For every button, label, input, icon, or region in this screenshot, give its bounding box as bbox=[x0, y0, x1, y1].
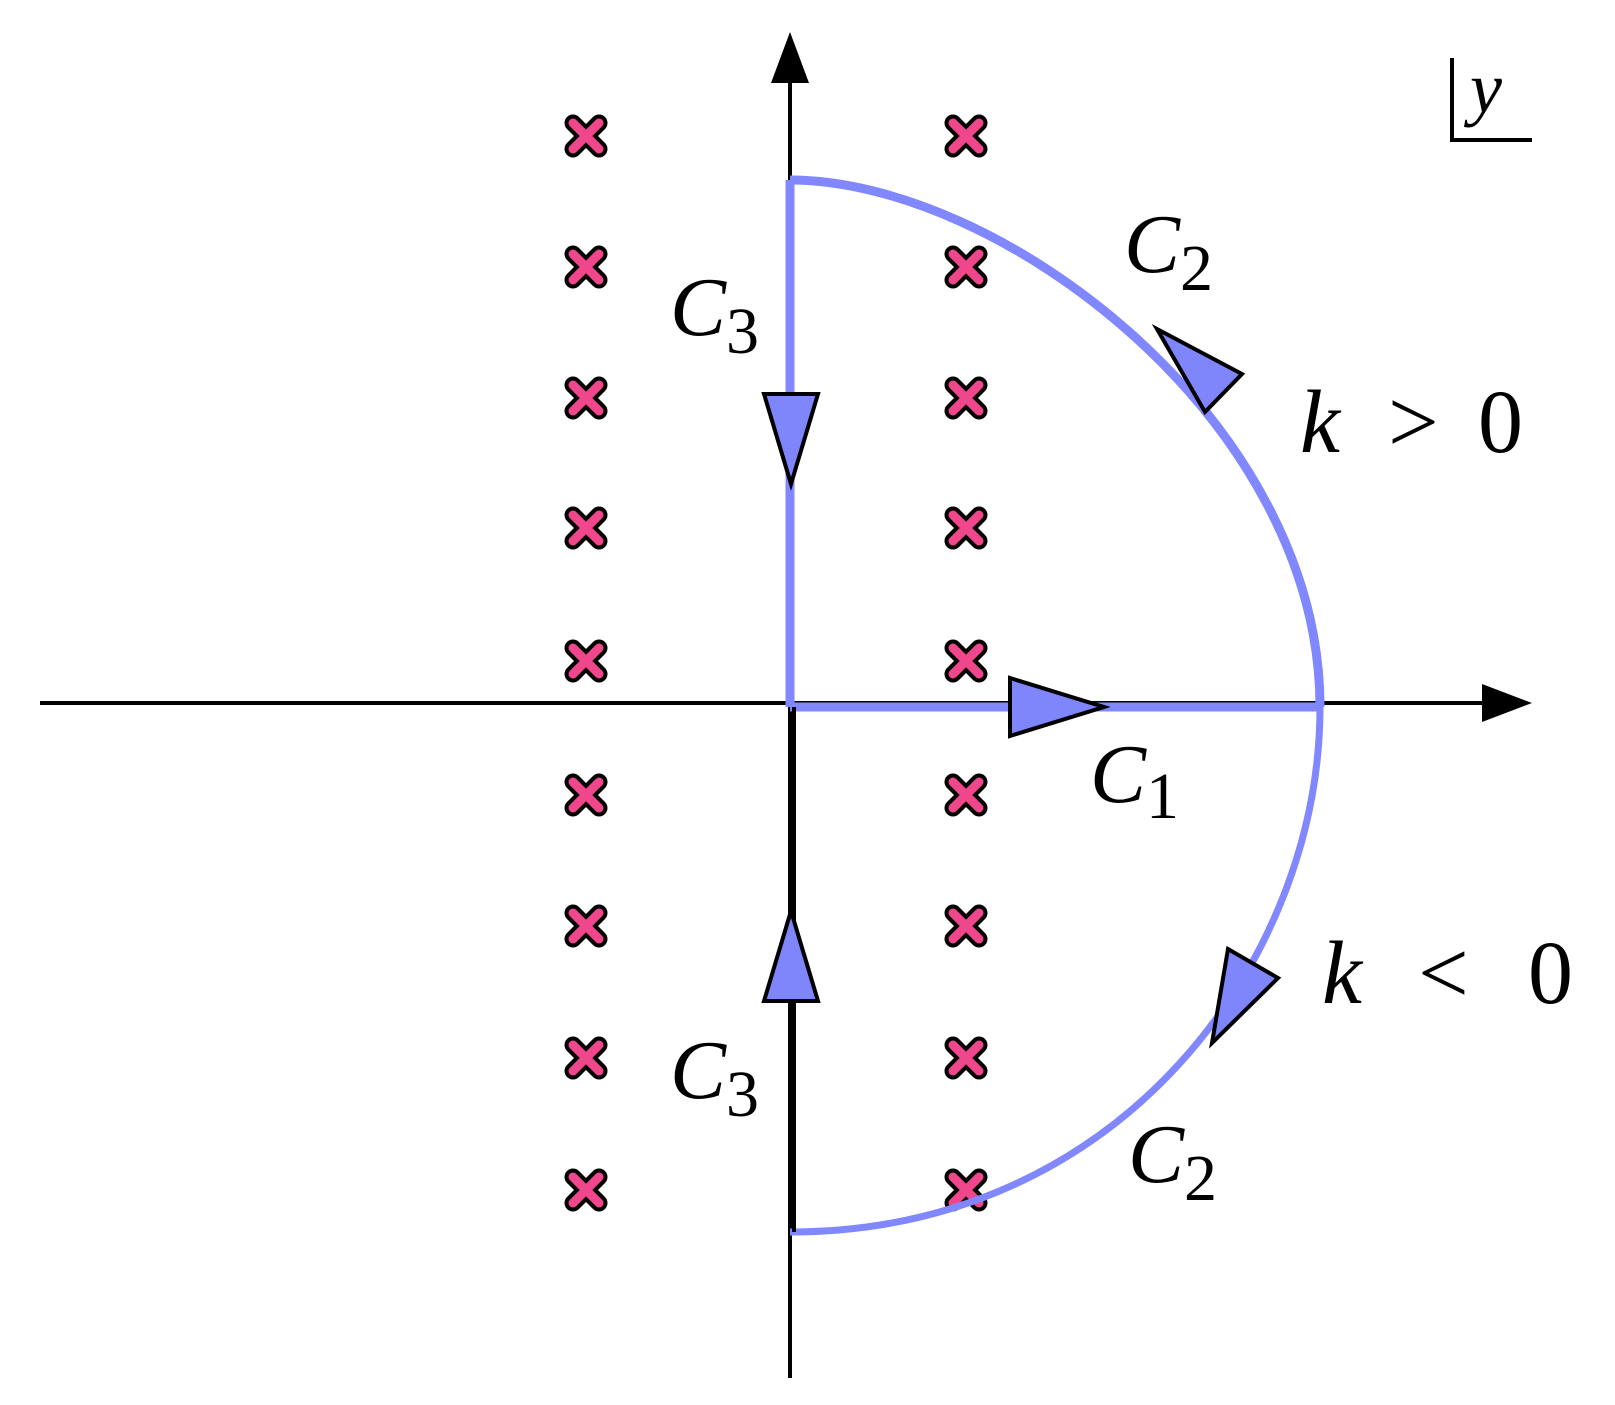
real-axis-arrowhead bbox=[1482, 684, 1532, 722]
label-k-negative: k < 0 bbox=[1322, 924, 1573, 1023]
pole-marker bbox=[564, 904, 608, 948]
label-k-positive: k > 0 bbox=[1300, 373, 1523, 472]
svg-text:k: k bbox=[1322, 924, 1364, 1023]
pole-marker bbox=[944, 114, 988, 158]
svg-text:<: < bbox=[1418, 924, 1469, 1023]
poles bbox=[564, 114, 988, 1212]
c2-lower-direction-arrow bbox=[1208, 945, 1282, 1049]
pole-marker bbox=[944, 904, 988, 948]
pole-marker bbox=[944, 639, 988, 683]
pole-marker bbox=[564, 639, 608, 683]
variable-label-corner bbox=[1450, 58, 1532, 142]
pole-marker bbox=[944, 773, 988, 817]
svg-text:>: > bbox=[1388, 373, 1439, 472]
svg-text:0: 0 bbox=[1528, 924, 1573, 1023]
pole-marker bbox=[944, 506, 988, 550]
pole-marker bbox=[944, 245, 988, 289]
pole-marker bbox=[944, 1036, 988, 1080]
pole-marker bbox=[564, 1036, 608, 1080]
label-c2-upper: C2 bbox=[1124, 198, 1213, 305]
direction-arrows bbox=[761, 323, 1282, 1049]
variable-label: y bbox=[1450, 48, 1532, 142]
pole-marker bbox=[564, 1168, 608, 1212]
pole-marker bbox=[564, 114, 608, 158]
contour-c2-upper-arc bbox=[789, 175, 1325, 708]
variable-y: y bbox=[1463, 48, 1502, 128]
svg-text:k: k bbox=[1300, 373, 1342, 472]
svg-text:0: 0 bbox=[1478, 373, 1523, 472]
label-c3-lower: C3 bbox=[670, 1024, 759, 1131]
c3-lower-direction-arrow bbox=[761, 904, 821, 1003]
c1-direction-arrow bbox=[1008, 675, 1111, 739]
pole-marker bbox=[944, 376, 988, 420]
label-c3-upper: C3 bbox=[670, 261, 759, 368]
label-c1: C1 bbox=[1090, 728, 1179, 833]
c2-upper-direction-arrow bbox=[1151, 323, 1246, 416]
pole-marker bbox=[564, 773, 608, 817]
imaginary-axis-arrowhead bbox=[771, 32, 809, 83]
label-c2-lower: C2 bbox=[1128, 1108, 1217, 1215]
contour-c2-lower-arc bbox=[789, 706, 1324, 1236]
c3-upper-direction-arrow bbox=[761, 392, 821, 491]
pole-marker bbox=[564, 245, 608, 289]
pole-marker bbox=[564, 376, 608, 420]
pole-marker bbox=[564, 506, 608, 550]
